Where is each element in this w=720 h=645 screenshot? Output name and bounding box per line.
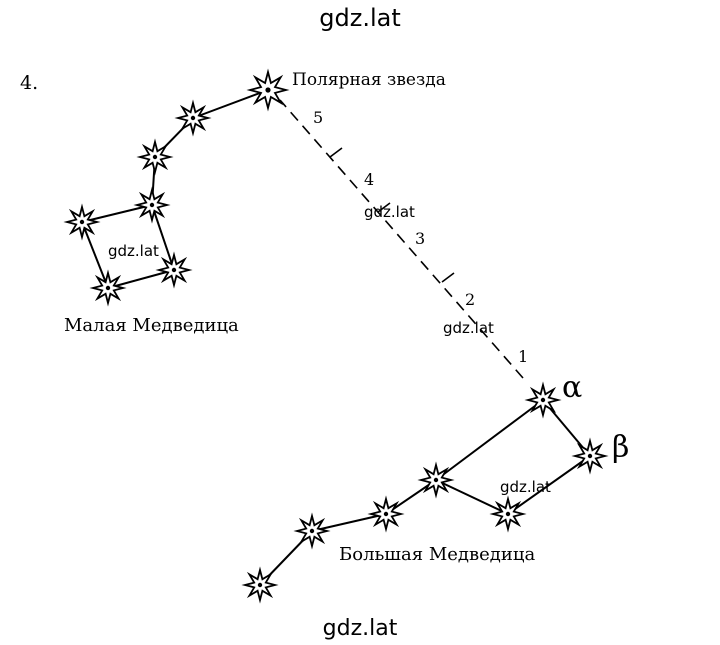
big-dipper-line	[435, 479, 509, 515]
big-dipper-line	[311, 513, 387, 532]
watermark-top: gdz.lat	[319, 4, 401, 32]
watermark-mid-3: gdz.lat	[443, 319, 494, 337]
little-dipper-star-core	[152, 154, 158, 160]
big-dipper-star-core	[309, 528, 315, 534]
big-dipper-star-core	[383, 511, 389, 517]
tick-mark	[377, 202, 391, 213]
tick-mark	[329, 147, 343, 158]
little-dipper-star-core	[105, 285, 111, 291]
alpha-star-core	[540, 397, 546, 403]
watermark-mid-1: gdz.lat	[364, 203, 415, 221]
tick-label-2: 2	[465, 290, 476, 309]
little-dipper-star-core	[79, 219, 85, 225]
little-dipper-star-core	[190, 115, 196, 121]
big-dipper-star-core	[433, 477, 439, 483]
little-dipper-line	[81, 221, 109, 289]
big-dipper-star-core	[257, 582, 263, 588]
stars-group	[63, 68, 609, 604]
watermark-bottom: gdz.lat	[322, 616, 398, 641]
little-dipper-line	[192, 89, 269, 119]
beta-label: β	[612, 430, 630, 465]
polaris-star-core	[265, 87, 271, 93]
little-dipper-line	[107, 269, 175, 289]
big-dipper-star-core	[505, 511, 511, 517]
tick-label-5: 5	[313, 108, 324, 127]
polaris-label: Полярная звезда	[292, 70, 446, 90]
little-dipper-line	[81, 204, 153, 223]
beta-star-core	[587, 453, 593, 459]
little-dipper-star-core	[171, 267, 177, 273]
tick-label-4: 4	[364, 170, 375, 189]
pointer-line	[279, 99, 524, 379]
tick-mark	[441, 272, 455, 283]
problem-number: 4.	[20, 72, 39, 94]
little-dipper-star-core	[149, 202, 155, 208]
watermark-mid-2: gdz.lat	[108, 242, 159, 260]
alpha-label: α	[562, 370, 583, 405]
tick-label-3: 3	[415, 229, 426, 248]
tick-label-1: 1	[518, 347, 529, 366]
watermark-mid-4: gdz.lat	[500, 478, 551, 496]
big-dipper-line	[435, 399, 544, 481]
big-dipper-line	[507, 455, 591, 515]
little-dipper-line	[151, 204, 175, 271]
little-dipper-label: Малая Медведица	[64, 315, 239, 336]
big-dipper-label: Большая Медведица	[339, 544, 536, 565]
